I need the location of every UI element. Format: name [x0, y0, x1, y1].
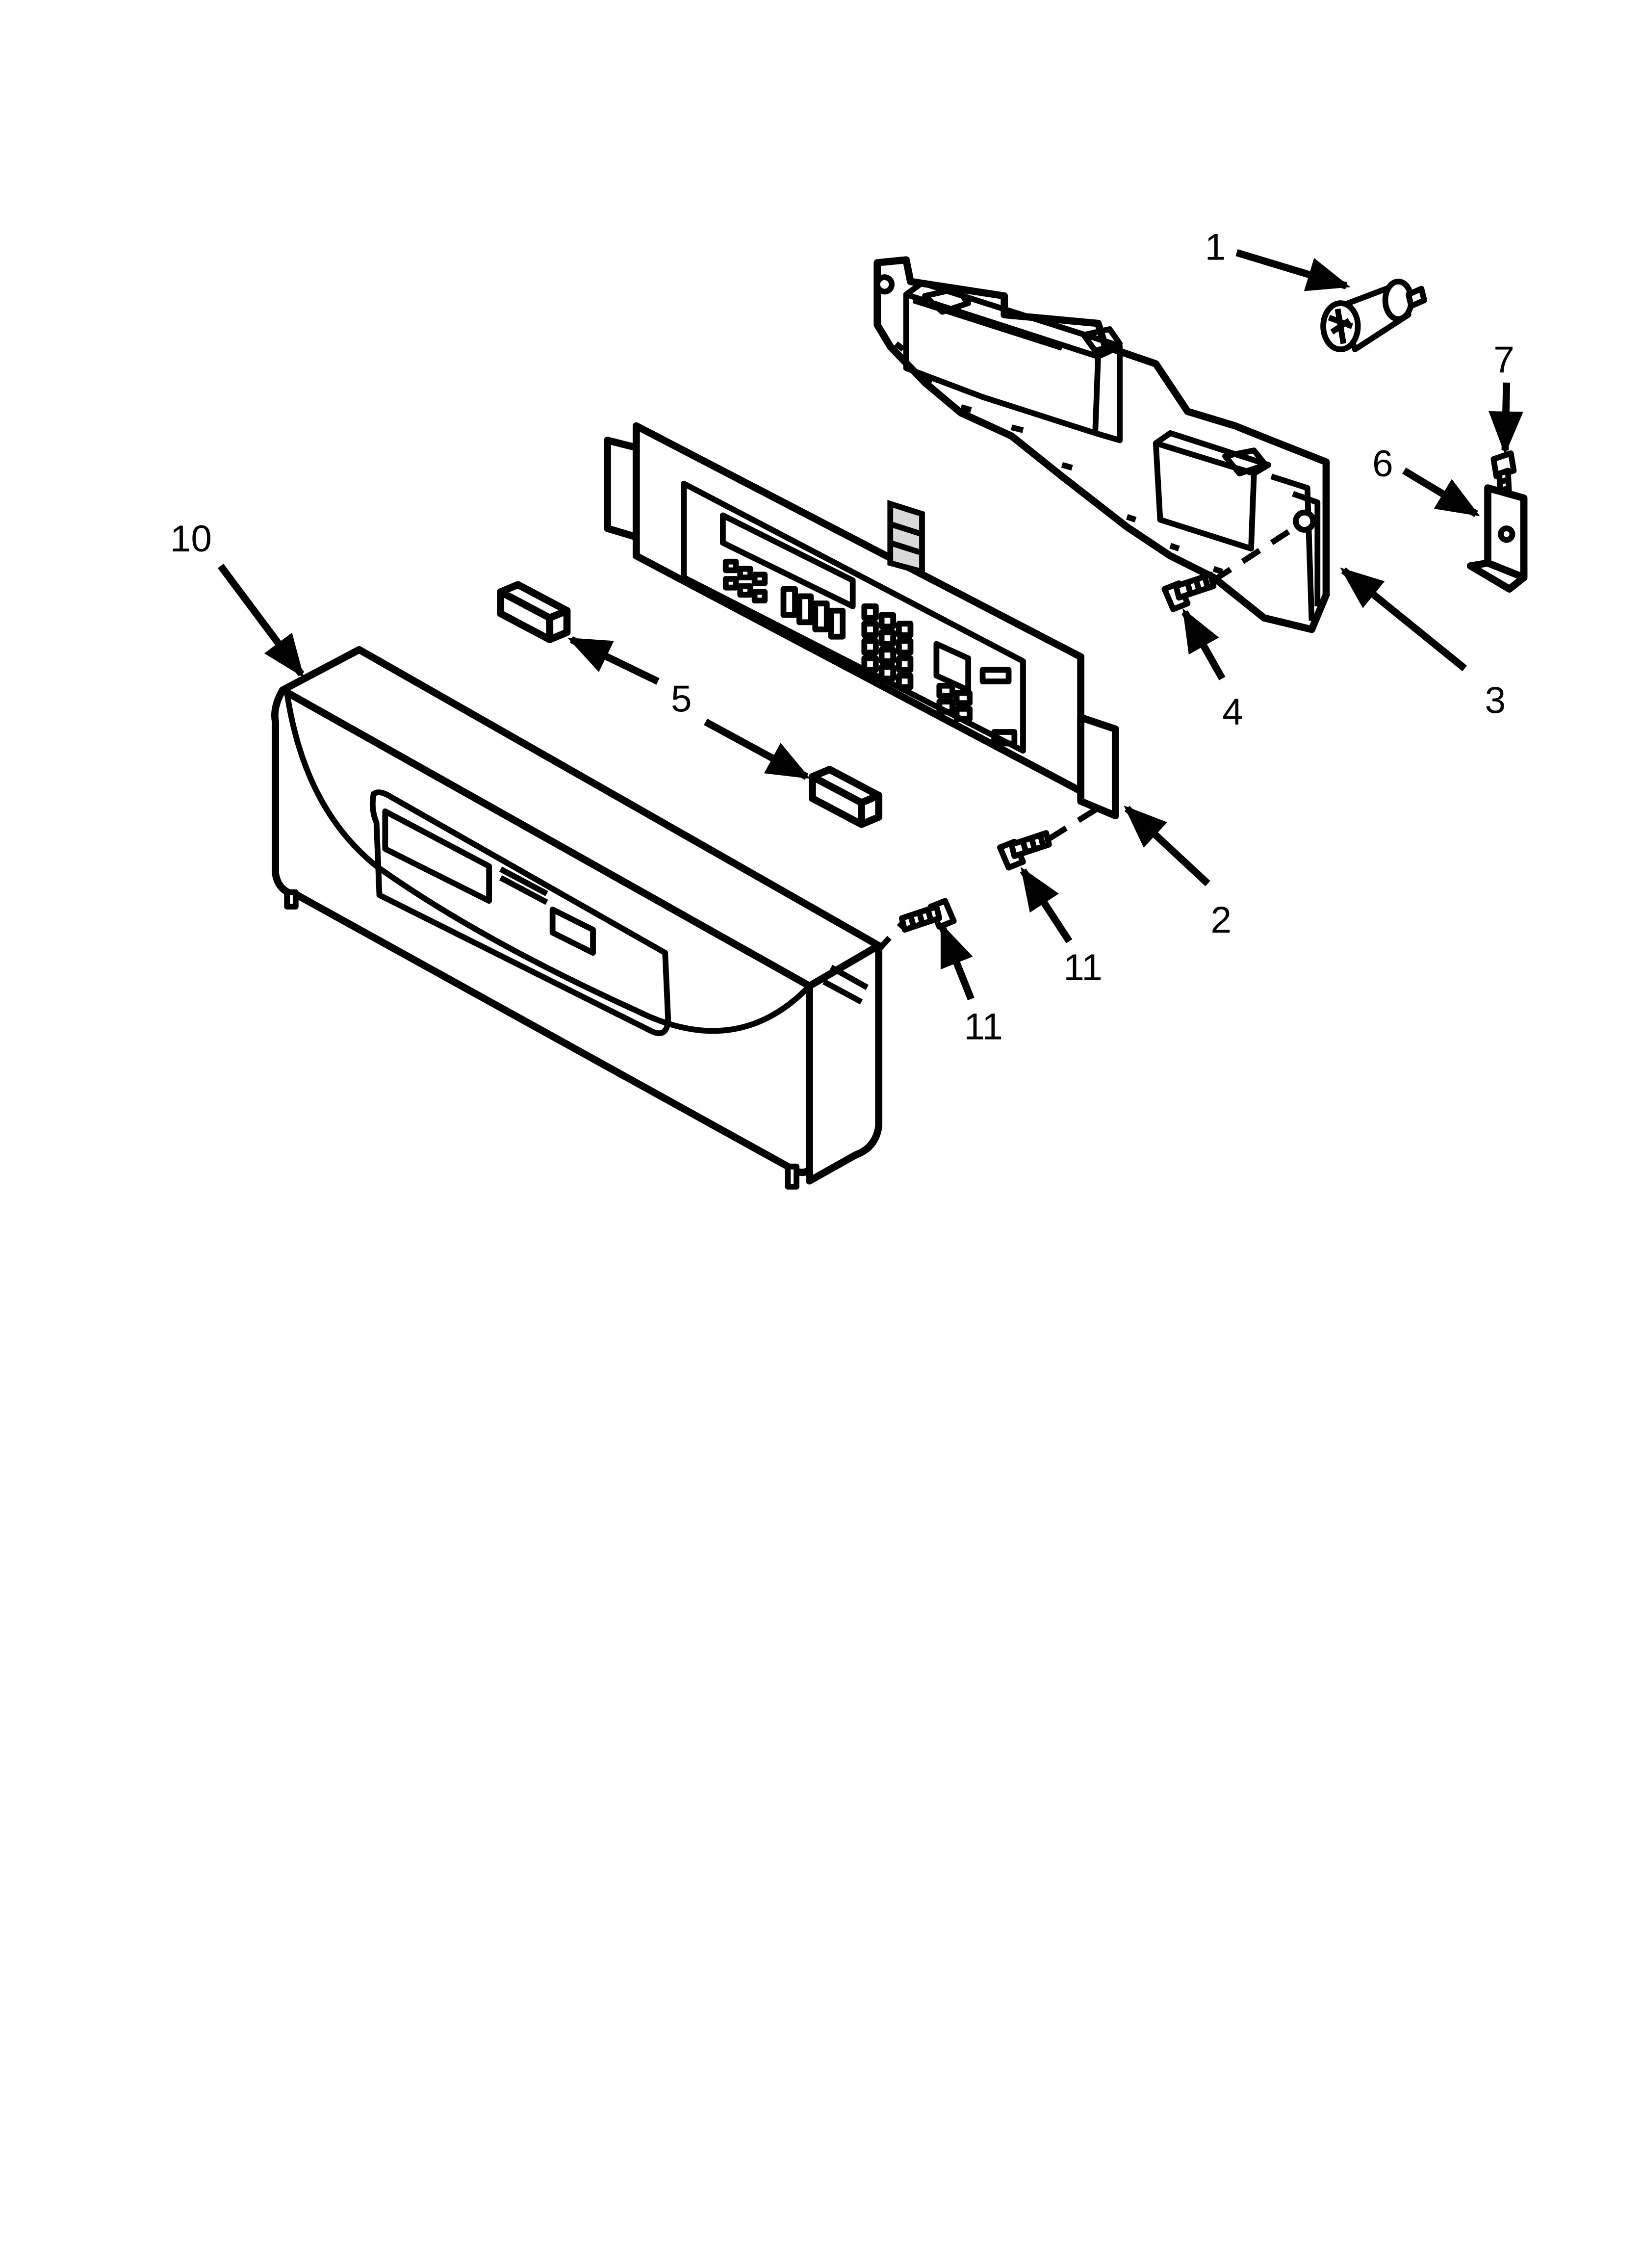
- callout-5: 5: [671, 678, 692, 720]
- callout-4: 4: [1222, 691, 1243, 733]
- part-11-screw-panel: [997, 830, 1052, 871]
- leader-1: [1235, 249, 1351, 291]
- leader-6: [1402, 468, 1480, 517]
- alignment-line-screw-4: [1212, 524, 1298, 583]
- callout-labels: 1 7 6 10 5 4 3 2 11 11: [170, 227, 1514, 1048]
- callout-7: 7: [1493, 339, 1514, 381]
- callout-10: 10: [170, 518, 212, 560]
- part-1-encoder: [1320, 278, 1427, 353]
- part-11-screw-console: [898, 898, 957, 933]
- leader-4: [1181, 608, 1226, 680]
- part-10-console-trim: [271, 646, 883, 1190]
- part-4-screw: [1161, 572, 1217, 612]
- part-2-control-panel: [604, 422, 1119, 819]
- leader-5-lower: [704, 718, 811, 780]
- callout-3: 3: [1485, 680, 1506, 722]
- callout-1: 1: [1205, 227, 1226, 268]
- part-5-block-lower: [808, 766, 883, 828]
- leader-5-upper: [567, 636, 660, 685]
- callout-11-panel: 11: [1063, 947, 1102, 989]
- leader-2: [1124, 805, 1210, 886]
- part-6-bracket: [1466, 484, 1528, 593]
- leader-10: [217, 564, 305, 678]
- alignment-line-screw-11-panel: [1047, 800, 1108, 841]
- leader-11-panel: [1020, 867, 1073, 943]
- part-5-block-upper: [497, 581, 571, 643]
- leader-7: [1488, 382, 1523, 455]
- leader-lines: [217, 249, 1523, 1001]
- callout-2: 2: [1211, 899, 1232, 941]
- callout-6: 6: [1372, 443, 1393, 485]
- callout-11-console: 11: [964, 1006, 1002, 1048]
- part-3-control-housing: [873, 256, 1330, 633]
- leader-11-console: [939, 923, 975, 1001]
- leader-3: [1340, 567, 1467, 672]
